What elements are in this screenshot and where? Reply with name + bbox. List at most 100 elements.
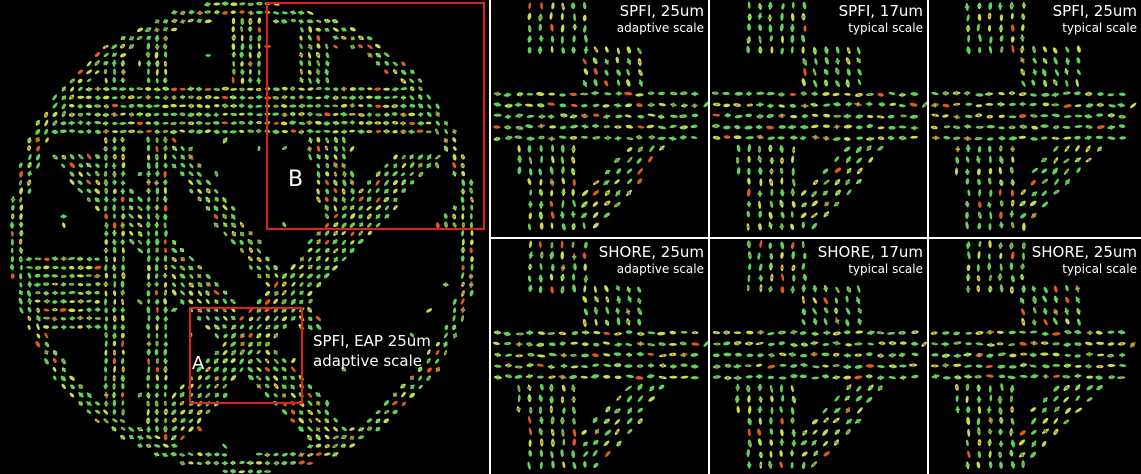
fiber-glyph xyxy=(147,196,151,202)
fiber-glyph xyxy=(400,69,407,75)
fiber-glyph xyxy=(121,366,125,373)
fiber-glyph xyxy=(559,341,566,346)
fiber-glyph xyxy=(790,364,798,368)
fiber-glyph xyxy=(964,374,973,380)
fiber-glyph xyxy=(1129,102,1137,109)
fiber-glyph xyxy=(170,435,177,441)
fiber-glyph xyxy=(307,256,312,262)
fiber-glyph xyxy=(120,357,125,365)
fiber-glyph xyxy=(452,307,457,314)
fiber-glyph xyxy=(834,156,840,162)
fiber-glyph xyxy=(877,353,884,359)
fiber-glyph xyxy=(52,366,57,372)
fiber-glyph xyxy=(769,384,774,393)
fiber-glyph xyxy=(616,295,622,304)
fiber-glyph xyxy=(626,79,631,87)
fiber-glyph xyxy=(745,384,751,393)
fiber-glyph xyxy=(282,221,287,228)
fiber-glyph xyxy=(1063,168,1070,176)
fiber-glyph xyxy=(504,341,512,346)
fiber-glyph xyxy=(205,409,211,414)
fiber-glyph xyxy=(315,113,323,117)
fiber-glyph xyxy=(281,281,287,287)
fiber-glyph xyxy=(801,451,808,457)
fiber-glyph xyxy=(1009,449,1014,457)
fiber-glyph xyxy=(604,190,611,196)
fiber-glyph xyxy=(357,129,365,134)
fiber-glyph xyxy=(179,87,186,91)
fiber-glyph xyxy=(975,352,984,358)
fiber-glyph xyxy=(647,352,654,356)
fiber-glyph xyxy=(768,24,773,33)
fiber-glyph xyxy=(605,450,611,457)
fiber-glyph xyxy=(657,125,667,130)
fiber-glyph xyxy=(324,399,330,407)
fiber-glyph xyxy=(212,121,220,125)
fiber-glyph xyxy=(214,452,220,457)
fiber-glyph xyxy=(222,298,228,304)
fiber-glyph xyxy=(249,68,252,75)
fiber-glyph xyxy=(1019,124,1028,130)
fiber-glyph xyxy=(637,47,642,55)
fiber-glyph xyxy=(1029,200,1037,207)
fiber-glyph xyxy=(976,285,981,293)
fiber-glyph xyxy=(1031,417,1037,425)
fiber-glyph xyxy=(137,392,142,398)
fiber-glyph xyxy=(188,179,194,186)
fiber-glyph xyxy=(943,135,951,140)
fiber-glyph xyxy=(213,460,220,466)
fiber-glyph xyxy=(163,391,167,398)
fiber-glyph xyxy=(580,113,589,119)
fiber-glyph xyxy=(1063,115,1072,118)
fiber-glyph xyxy=(171,18,178,24)
fiber-glyph xyxy=(988,416,994,424)
fiber-glyph xyxy=(637,114,645,119)
fiber-glyph xyxy=(527,25,532,33)
fiber-glyph xyxy=(712,113,721,117)
fiber-glyph xyxy=(593,331,601,335)
fiber-glyph xyxy=(517,155,523,164)
fiber-glyph xyxy=(613,157,621,163)
fiber-glyph xyxy=(779,450,783,457)
fiber-glyph xyxy=(121,230,125,237)
fiber-glyph xyxy=(308,316,313,322)
fiber-glyph xyxy=(560,285,565,294)
fiber-glyph xyxy=(1108,104,1116,108)
fiber-glyph xyxy=(593,342,600,347)
fiber-glyph xyxy=(375,222,381,228)
fiber-glyph xyxy=(529,406,533,414)
fiber-glyph xyxy=(112,332,117,340)
fiber-glyph xyxy=(526,92,534,96)
fiber-glyph xyxy=(136,27,144,33)
fiber-glyph xyxy=(757,12,763,20)
fiber-glyph xyxy=(1029,364,1037,368)
fiber-glyph xyxy=(580,212,588,219)
fiber-glyph xyxy=(561,384,566,392)
fiber-glyph xyxy=(999,284,1004,293)
fiber-glyph xyxy=(155,357,159,365)
fiber-glyph xyxy=(985,365,993,368)
fiber-glyph xyxy=(137,248,144,254)
fiber-glyph xyxy=(77,78,83,84)
fiber-glyph xyxy=(974,112,983,118)
fiber-glyph xyxy=(1030,114,1038,118)
fiber-glyph xyxy=(392,171,398,177)
fiber-glyph xyxy=(811,331,819,337)
fiber-glyph xyxy=(846,47,851,55)
fiber-glyph xyxy=(341,153,346,160)
panel-label: SPFI, 25um adaptive scale xyxy=(617,4,704,35)
panel-scale: typical scale xyxy=(1062,21,1137,35)
fiber-glyph xyxy=(539,263,543,271)
fiber-glyph xyxy=(289,95,296,100)
fiber-glyph xyxy=(163,282,168,288)
fiber-glyph xyxy=(1052,47,1058,54)
fiber-glyph xyxy=(988,2,993,11)
fiber-glyph xyxy=(822,364,829,368)
fiber-glyph xyxy=(121,314,125,322)
fiber-glyph xyxy=(383,188,389,194)
fiber-glyph xyxy=(316,35,321,42)
fiber-glyph xyxy=(942,363,949,368)
fiber-glyph xyxy=(69,171,75,177)
fiber-glyph xyxy=(435,111,440,118)
fiber-glyph xyxy=(470,204,474,211)
